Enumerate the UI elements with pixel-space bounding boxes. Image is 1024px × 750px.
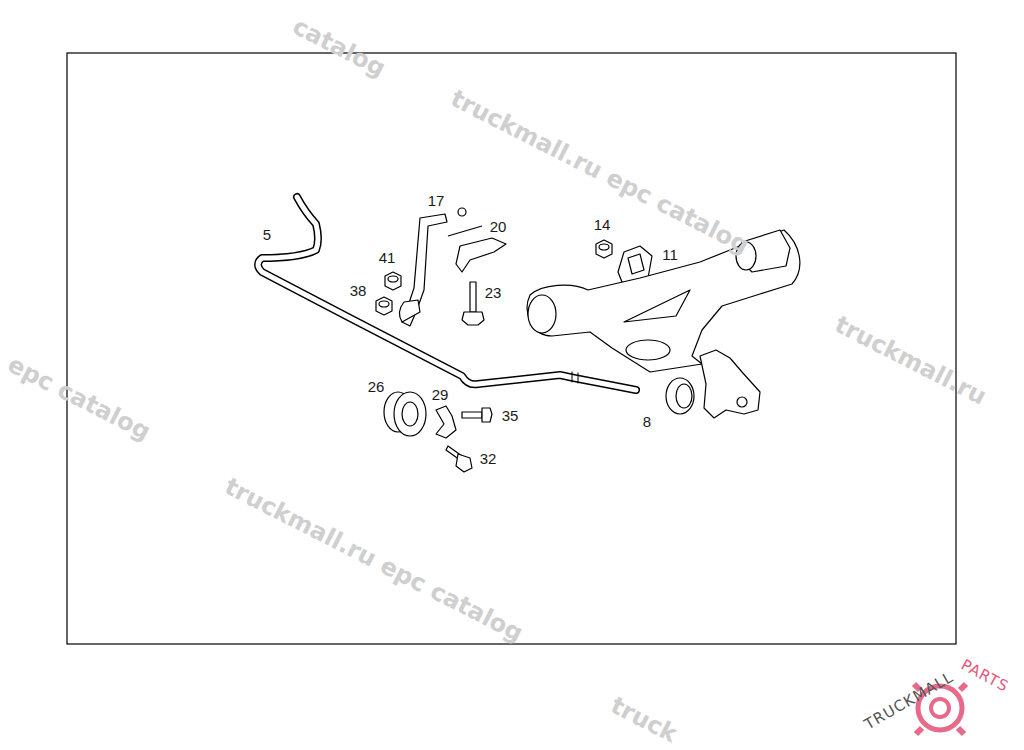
callout-number: 29 xyxy=(432,387,449,402)
callout-number: 11 xyxy=(662,247,678,262)
callout-number: 8 xyxy=(643,414,651,429)
callout-number: 41 xyxy=(379,250,396,265)
watermark: truck xyxy=(607,693,681,746)
callout-number: 17 xyxy=(428,193,445,208)
callout-number: 5 xyxy=(263,227,271,242)
logo-text: PARTS xyxy=(958,657,1010,694)
watermark: epc catalog xyxy=(4,352,154,444)
callout-number: 20 xyxy=(490,219,507,234)
callout-number: 35 xyxy=(502,408,519,423)
frame xyxy=(67,53,956,644)
callout-number: 26 xyxy=(368,379,385,394)
callout-number: 23 xyxy=(485,285,502,300)
callout-number: 14 xyxy=(594,217,611,232)
watermark: catalog xyxy=(289,14,389,81)
watermark: truckmall.ru epc catalog xyxy=(221,474,527,645)
callout-number: 32 xyxy=(480,451,497,466)
watermark: truckmall.ru xyxy=(831,312,990,409)
callout-number: 38 xyxy=(350,283,367,298)
